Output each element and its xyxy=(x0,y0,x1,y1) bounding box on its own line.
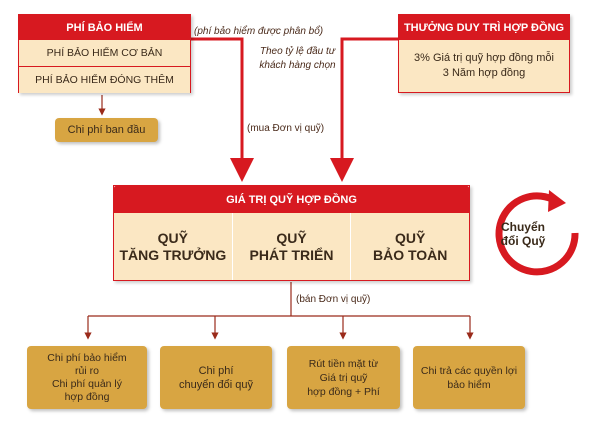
bonus-to-fund-arrow xyxy=(330,37,400,182)
switch-funds-cycle-icon xyxy=(495,190,579,276)
fund-preservation-line-2: BẢO TOÀN xyxy=(372,246,448,263)
premium-title: PHÍ BẢO HIỂM xyxy=(19,15,190,40)
fund-preservation: QUỸ BẢO TOÀN xyxy=(351,213,469,280)
outcome-3-line-2: Giá trị quỹ xyxy=(319,371,368,384)
premium-to-fund-arrow xyxy=(191,37,254,182)
bonus-line-2: 3 Năm hợp đồng xyxy=(442,67,526,79)
bonus-title: THƯỞNG DUY TRÌ HỢP ĐỒNG xyxy=(399,15,569,40)
note-ratio-line-1: Theo tỷ lệ đầu tư xyxy=(259,46,336,57)
outcome-1-line-1: Chi phí bảo hiểm xyxy=(47,351,127,364)
outcome-cash-withdrawal: Rút tiền mặt từ Giá trị quỹ hợp đồng + P… xyxy=(287,346,400,409)
outcome-switch-cost: Chi phí chuyển đổi quỹ xyxy=(160,346,272,409)
outcome-risk-admin-costs: Chi phí bảo hiểm rủi ro Chi phí quản lý … xyxy=(27,346,147,409)
note-ratio: Theo tỷ lệ đầu tư khách hàng chọn xyxy=(250,45,345,73)
bonus-box: THƯỞNG DUY TRÌ HỢP ĐỒNG 3% Giá trị quỹ h… xyxy=(398,14,570,93)
outcome-2-line-2: chuyển đổi quỹ xyxy=(179,378,253,391)
initial-cost-box: Chi phí ban đầu xyxy=(55,118,158,142)
premium-item-basic: PHÍ BẢO HIỂM CƠ BẢN xyxy=(19,40,190,67)
bonus-body: 3% Giá trị quỹ hợp đồng mỗi 3 Năm hợp đồ… xyxy=(399,40,569,92)
outcome-insurance-benefits: Chi trả các quyền lợi bảo hiểm xyxy=(413,346,525,409)
outcome-1-line-3: Chi phí quản lý xyxy=(51,377,123,390)
fund-development: QUỸ PHÁT TRIỂN xyxy=(233,213,352,280)
fund-preservation-line-1: QUỸ xyxy=(395,229,426,246)
switch-funds-label: Chuyển đổi Quỹ xyxy=(493,220,553,248)
fund-growth-line-1: QUỸ xyxy=(157,229,188,246)
fund-value-box: GIÁ TRỊ QUỸ HỢP ĐỒNG QUỸ TĂNG TRƯỞNG QUỸ… xyxy=(113,185,470,281)
outcome-1-line-4: hợp đồng xyxy=(64,390,110,403)
note-ratio-line-2: khách hàng chọn xyxy=(259,60,336,71)
fund-development-line-1: QUỸ xyxy=(276,229,307,246)
switch-line-1: Chuyển xyxy=(500,220,545,234)
outcome-4-line-1: Chi trả các quyền lợi xyxy=(420,364,518,377)
note-buy-units: (mua Đơn vị quỹ) xyxy=(247,123,325,134)
outcome-1-line-2: rủi ro xyxy=(75,364,99,377)
fund-row: QUỸ TĂNG TRƯỞNG QUỸ PHÁT TRIỂN QUỸ BẢO T… xyxy=(114,213,469,280)
fund-growth-line-2: TĂNG TRƯỞNG xyxy=(119,246,227,263)
fund-development-line-2: PHÁT TRIỂN xyxy=(249,246,334,263)
outcome-3-line-3: hợp đồng + Phí xyxy=(307,385,380,398)
fund-value-title: GIÁ TRỊ QUỸ HỢP ĐỒNG xyxy=(114,186,469,213)
premium-box: PHÍ BẢO HIỂM PHÍ BẢO HIỂM CƠ BẢN PHÍ BẢO… xyxy=(18,14,191,93)
outcome-2-line-1: Chi phí xyxy=(198,364,234,377)
switch-line-2: đổi Quỹ xyxy=(500,234,546,248)
fund-growth: QUỸ TĂNG TRƯỞNG xyxy=(114,213,233,280)
note-sell-units: (bán Đơn vị quỹ) xyxy=(296,294,371,305)
outcome-4-line-2: bảo hiểm xyxy=(447,378,491,391)
outcome-3-line-1: Rút tiền mặt từ xyxy=(308,357,379,370)
note-allocated: (phí bảo hiểm được phân bổ) xyxy=(194,26,324,37)
bonus-line-1: 3% Giá trị quỹ hợp đồng mỗi xyxy=(414,52,554,64)
premium-item-extra: PHÍ BẢO HIỂM ĐÓNG THÊM xyxy=(19,67,190,93)
